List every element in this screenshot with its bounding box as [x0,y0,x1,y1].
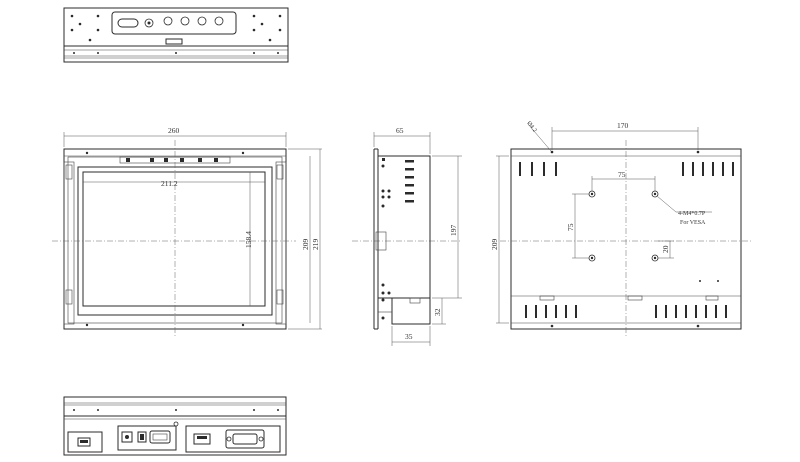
vesa-note-line2: For VESA [680,220,706,226]
dim-screen-height: 158.4 [244,231,253,248]
dim-rear-170: 170 [617,121,629,130]
bottom-panel-center [117,425,177,451]
rear-bottom-vents [525,305,727,318]
osd-button-2 [180,16,190,26]
top-label [165,38,183,45]
osd-button-3 [197,16,207,26]
top-view [63,7,289,63]
osd-panel [111,11,237,35]
dim-side-32: 32 [433,308,442,316]
rear-top-vents [519,162,734,176]
active-area [82,171,266,307]
bottom-view-outline [63,396,287,456]
osd-button-4 [214,16,224,26]
bottom-screw [173,421,179,427]
top-view-outline [63,7,289,63]
dim-vesa-20: 20 [661,245,670,253]
dim-screen-width: 211.2 [161,179,178,188]
vga-port [149,430,171,444]
dim-height-219: 219 [311,239,320,251]
dim-side-197: 197 [449,225,458,237]
side-body [377,155,431,299]
ir-window [117,18,139,28]
osd-button-1 [163,16,173,26]
dim-vesa-75-v: 75 [566,223,575,231]
dc-jack [121,431,133,443]
bottom-view [63,396,287,456]
usb-port-right [193,433,211,445]
vesa-holes [588,190,659,262]
dim-width-260: 260 [168,126,180,135]
usb-port-left [77,437,91,447]
bottom-panel-left [67,431,103,453]
dim-vesa-75-h: 75 [618,170,626,179]
dim-rear-209: 209 [490,239,499,251]
front-view: 260 211.2 158.4 209 219 [52,126,322,336]
vesa-note-line1: 4-M4*0.7P [678,211,706,217]
rear-view: 75 75 20 4-M4*0.7P For VESA 170 Ø4.2 209 [490,121,752,338]
bottom-panel-right [185,425,281,453]
side-connector-block [391,297,431,325]
dim-depth-65: 65 [396,126,404,135]
dim-side-35: 35 [405,332,413,341]
audio-port [137,431,147,443]
serial-port [225,429,265,449]
dim-hole-dia: Ø4.2 [525,121,537,134]
dim-height-209: 209 [301,239,310,251]
side-view: 65 197 32 35 [352,126,462,346]
